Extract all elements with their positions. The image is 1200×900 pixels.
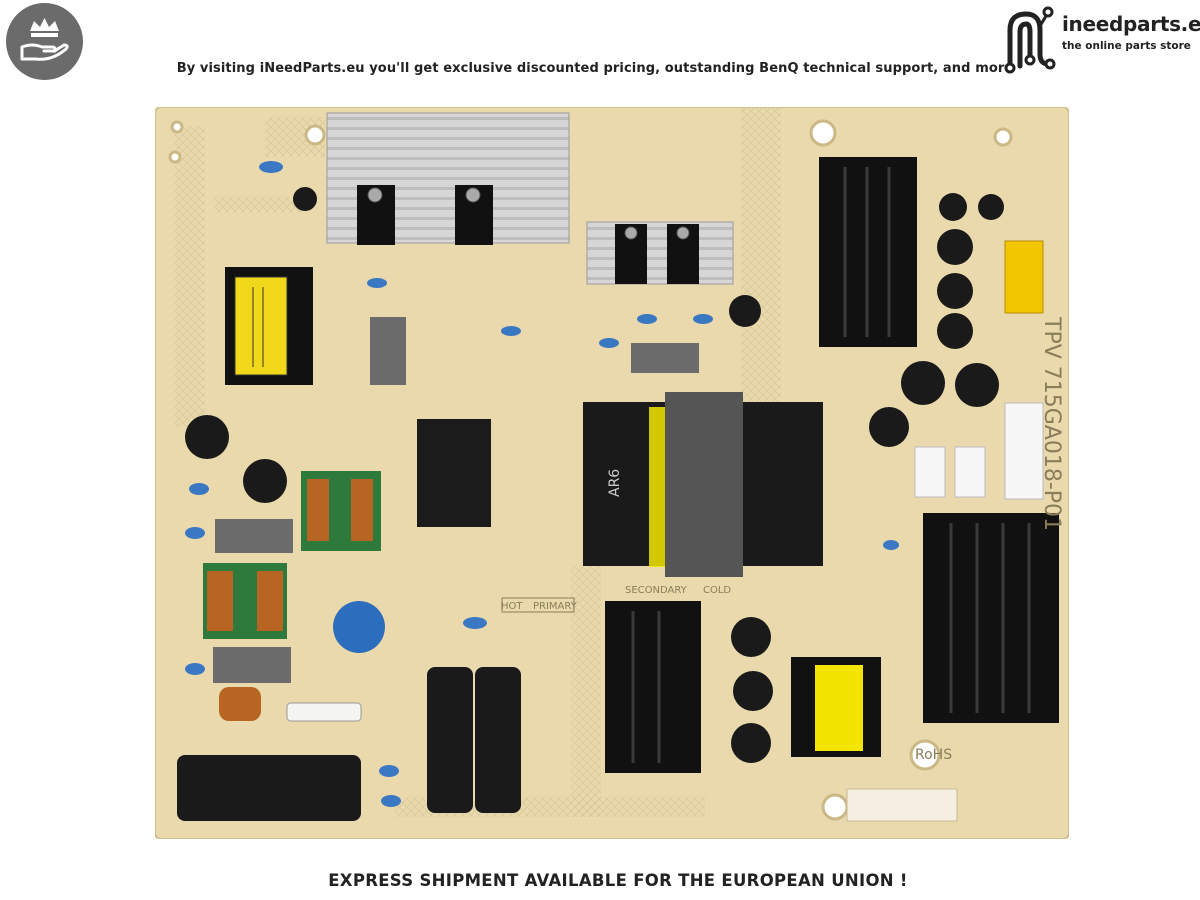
circuit-n-icon <box>1004 6 1056 74</box>
board-model-marking: TPV 715GA018-P01 <box>1039 316 1064 531</box>
silkscreen-cold: COLD <box>703 585 731 596</box>
logo-name: ineedparts.eu <box>1062 12 1200 36</box>
silkscreen-primary: PRIMARY <box>533 601 578 612</box>
ineedparts-logo[interactable]: ineedparts.eu the online parts store <box>1000 4 1200 76</box>
footer-shipment-text: EXPRESS SHIPMENT AVAILABLE FOR THE EUROP… <box>328 871 908 890</box>
crown-badge-icon <box>6 3 83 80</box>
header-tagline: By visiting iNeedParts.eu you'll get exc… <box>176 61 1014 76</box>
silkscreen-secondary: SECONDARY <box>625 585 688 596</box>
rohs-mark: RoHS <box>915 747 952 763</box>
transformer-label: AR6 <box>607 469 623 497</box>
power-supply-board-image: AR6 TPV 715GA018-P01 HOT <box>155 107 1069 839</box>
silkscreen-hot: HOT <box>501 601 523 612</box>
logo-subtitle: the online parts store <box>1062 40 1191 52</box>
